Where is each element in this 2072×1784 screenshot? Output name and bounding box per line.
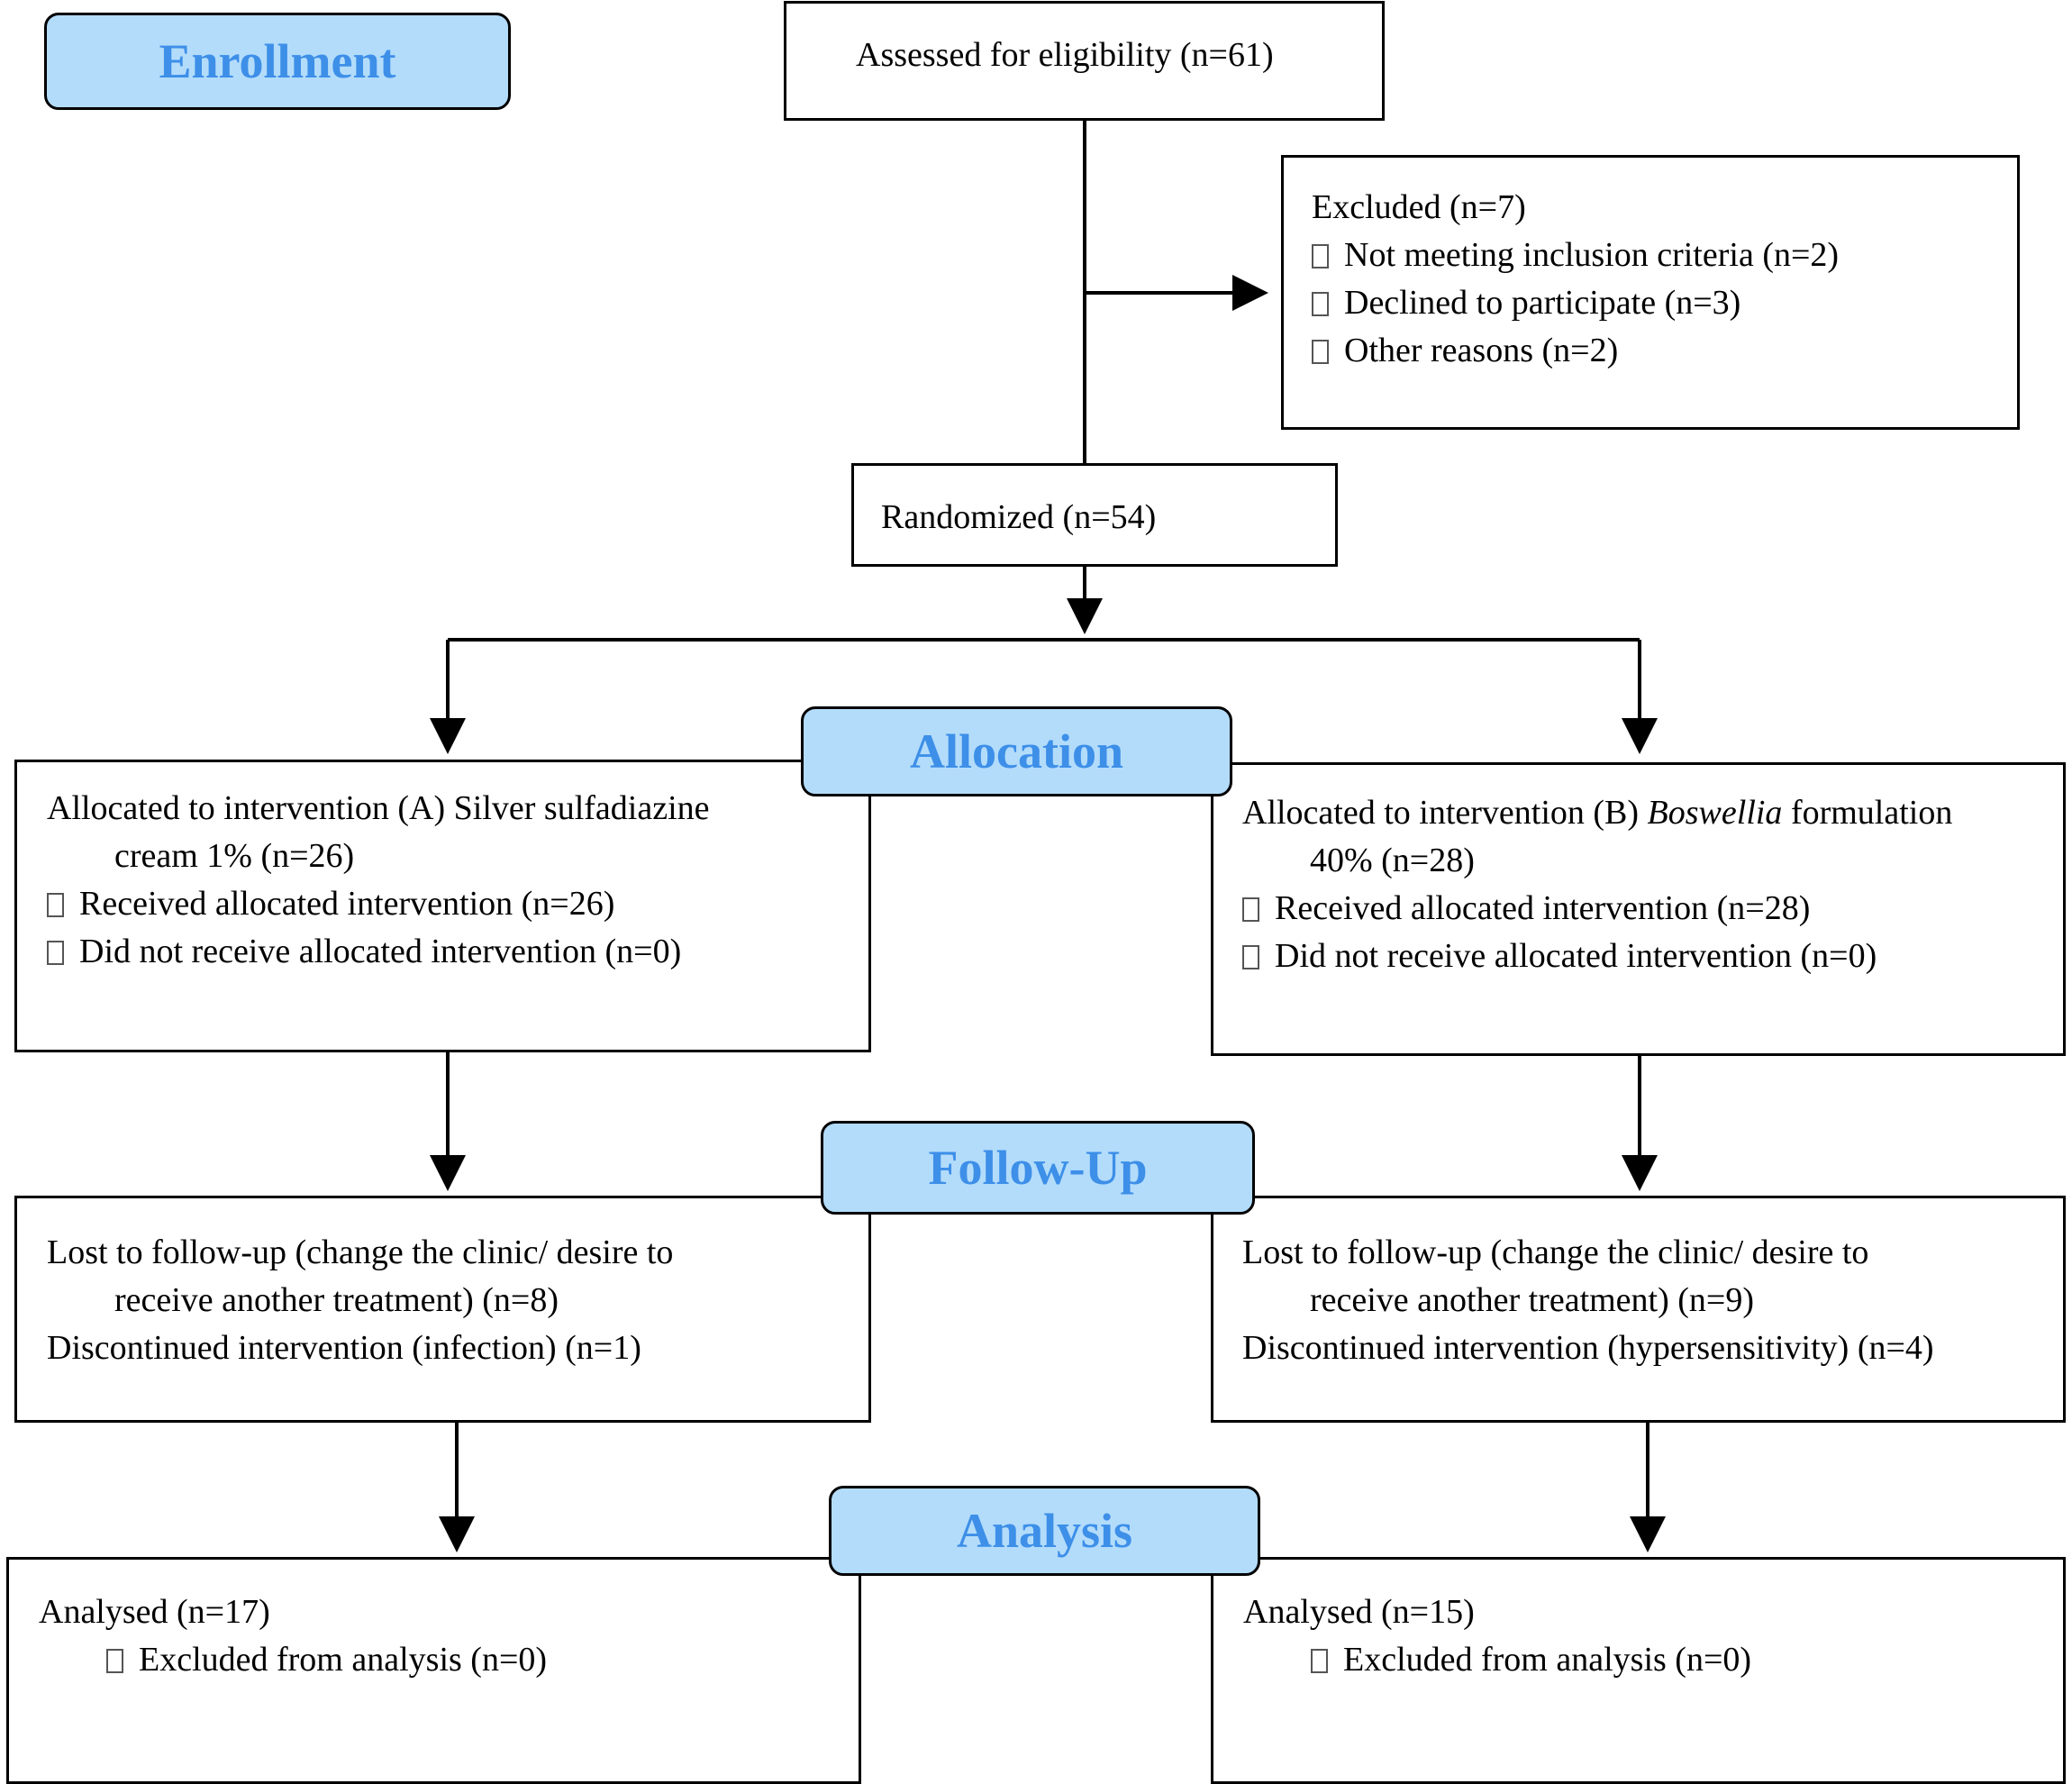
excluded-item: Other reasons (n=2) [1312,327,2017,375]
excluded-item: Declined to participate (n=3) [1312,279,2017,327]
allocation-b-box: Allocated to intervention (B) Boswellia … [1211,762,2066,1056]
stage-analysis: Analysis [829,1486,1260,1576]
checkbox-icon [47,893,64,917]
analysis-a-title: Analysed (n=17) [39,1593,270,1631]
stage-enrollment-label: Enrollment [159,34,396,88]
stage-analysis-label: Analysis [956,1504,1133,1558]
assessed-box: Assessed for eligibility (n=61) [784,1,1385,121]
checkbox-icon [1312,292,1329,316]
analysis-b-box: Analysed (n=15) Excluded from analysis (… [1211,1557,2066,1784]
analysis-a-box: Analysed (n=17) Excluded from analysis (… [6,1557,861,1784]
stage-follow-up-label: Follow-Up [928,1141,1148,1195]
checkbox-icon [106,1649,123,1673]
stage-allocation-label: Allocation [910,724,1123,778]
allocation-b-item: Received allocated intervention (n=28) [1242,885,2063,933]
allocation-b-item: Did not receive allocated intervention (… [1242,933,2063,980]
checkbox-icon [47,941,64,965]
allocation-a-line2: cream 1% (n=26) [114,837,355,875]
followup-a-line3: Discontinued intervention (infection) (n… [47,1329,641,1367]
followup-a-line1: Lost to follow-up (change the clinic/ de… [47,1233,674,1271]
allocation-b-line2: 40% (n=28) [1310,842,1475,879]
assessed-text: Assessed for eligibility (n=61) [856,36,1274,74]
stage-follow-up: Follow-Up [821,1121,1255,1215]
checkbox-icon [1311,1649,1328,1673]
followup-b-box: Lost to follow-up (change the clinic/ de… [1211,1196,2066,1423]
randomized-text: Randomized (n=54) [881,498,1157,536]
allocation-a-box: Allocated to intervention (A) Silver sul… [14,760,871,1052]
analysis-b-item: Excluded from analysis (n=0) [1243,1636,2063,1684]
randomized-box: Randomized (n=54) [851,463,1338,567]
checkbox-icon [1312,340,1329,364]
excluded-item: Not meeting inclusion criteria (n=2) [1312,232,2017,279]
stage-enrollment: Enrollment [44,13,511,110]
followup-b-line2: receive another treatment) (n=9) [1310,1281,1754,1319]
allocation-b-line1: Allocated to intervention (B) Boswellia … [1242,794,1953,832]
followup-b-line1: Lost to follow-up (change the clinic/ de… [1242,1233,1869,1271]
excluded-box: Excluded (n=7) Not meeting inclusion cri… [1281,155,2020,430]
checkbox-icon [1242,945,1259,969]
allocation-a-item: Received allocated intervention (n=26) [47,880,868,928]
checkbox-icon [1312,244,1329,269]
followup-b-line3: Discontinued intervention (hypersensitiv… [1242,1329,1934,1367]
allocation-a-item: Did not receive allocated intervention (… [47,928,868,976]
excluded-title: Excluded (n=7) [1312,188,1526,226]
checkbox-icon [1242,897,1259,922]
analysis-a-item: Excluded from analysis (n=0) [39,1636,859,1684]
stage-allocation: Allocation [801,706,1232,796]
followup-a-box: Lost to follow-up (change the clinic/ de… [14,1196,871,1423]
followup-a-line2: receive another treatment) (n=8) [114,1281,559,1319]
allocation-a-line1: Allocated to intervention (A) Silver sul… [47,789,710,827]
analysis-b-title: Analysed (n=15) [1243,1593,1475,1631]
